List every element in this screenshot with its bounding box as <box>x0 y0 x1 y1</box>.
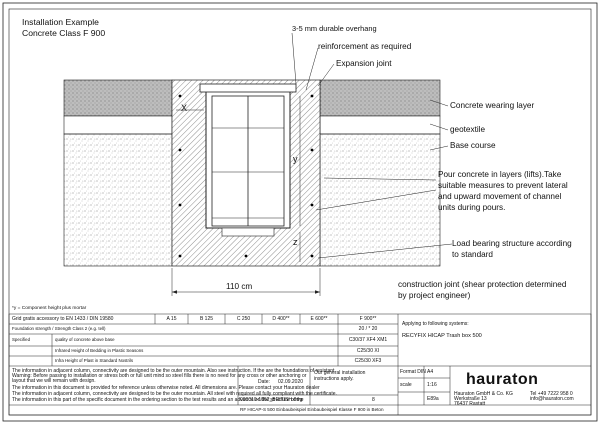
note-4: The information in this document is prov… <box>12 385 320 391</box>
table-header-label: Grid gratis accessory to EN 1433 / DIN 1… <box>12 316 114 322</box>
callout-geotextile: geotextile <box>450 125 486 134</box>
base-course-left <box>63 133 173 267</box>
class-c250: C 250 <box>236 316 251 322</box>
row-3-sub: Infrared Height of Bedding in Plastic Se… <box>55 348 144 353</box>
geotextile-right <box>319 115 441 135</box>
note-5: The information in adjacent column, conn… <box>12 391 337 397</box>
base-course-right <box>319 133 441 267</box>
row-3-value: C25/30 XI <box>356 348 380 354</box>
reinforcement-bars <box>178 94 314 258</box>
row-4-sub: Infra Height of Plast in Standard Nostri… <box>55 358 134 363</box>
address-3: 76437 Rastatt <box>454 401 486 407</box>
contact-1: Tel +49 7222 958 0 <box>530 391 573 397</box>
callout-reinforcement: reinforcement as required <box>318 42 412 51</box>
callout-load-line-2: to standard <box>452 250 493 259</box>
callout-pour-line-1: Pour concrete in layers (lifts).Take <box>438 170 562 179</box>
note-6: The information in this part of the spec… <box>12 397 304 403</box>
wearing-layer-left <box>63 79 173 117</box>
frame-number: 1 <box>5 0 7 1</box>
class-f900: F 900** <box>359 316 377 322</box>
bottom-title: RF HICAP-S 500 Einbaubeispiel Einbaubeis… <box>240 407 384 412</box>
note-1: The information in adjacent column, conn… <box>12 368 335 374</box>
dim-width: 110 cm <box>226 282 253 291</box>
title-line-2: Concrete Class F 900 <box>22 28 106 38</box>
apply-label: Applying to following systems: <box>402 321 469 327</box>
brand-logo: hauraton <box>466 371 539 388</box>
date-value: 02.09.2020 <box>278 379 304 385</box>
note-3: layout that we will remain with design. <box>12 378 96 384</box>
callout-pour-line-3: and upward movement of channel <box>438 192 562 201</box>
row-2-label: Specified <box>12 337 31 342</box>
note-2: Warning: Before passing to installation … <box>12 373 307 379</box>
callout-load-line-1: Load bearing structure according <box>452 239 572 248</box>
callout-construction-line-2: by project engineer) <box>398 291 471 300</box>
row-2-value: C30/37 XF4 XM1 <box>348 337 388 343</box>
class-d400: D 400** <box>272 316 290 322</box>
callout-base-course: Base course <box>450 141 496 150</box>
row-2-sub: quality of concrete above base <box>55 337 115 342</box>
contact-2: info@hauraton.com <box>530 396 574 402</box>
scale-value: 1:16 <box>427 382 437 388</box>
system-name: RECYFIX HICAP Trash box 500 <box>402 333 482 339</box>
row-1-value: 20 / * 20 <box>358 326 378 332</box>
row-1-label: Foundation strength / Strength Class 2 (… <box>12 326 106 331</box>
callout-pour-line-4: units during pours. <box>438 203 506 212</box>
callout-expansion-joint: Expansion joint <box>336 59 392 68</box>
drawing-number: 000010-1062_BRITISH.dwg <box>240 397 303 403</box>
dim-y: y <box>293 154 298 164</box>
address-1: Hauraton GmbH & Co. KG <box>454 391 513 397</box>
class-b125: B 125 <box>199 316 214 322</box>
callout-overhang: 3-5 mm durable overhang <box>292 24 377 33</box>
channel-foot <box>221 227 275 237</box>
format-label: Format DIN <box>400 369 426 375</box>
title-line-1: Installation Example <box>22 17 99 27</box>
address-2: Werkstraße 13 <box>454 396 487 402</box>
sheet-code: E89a <box>427 396 439 402</box>
revision: 8 <box>372 397 375 403</box>
callout-construction-line-1: construction joint (shear protection det… <box>398 280 567 289</box>
grate-frame <box>199 83 297 93</box>
date-label: Date: <box>258 379 270 385</box>
dim-x: X <box>181 103 188 113</box>
callout-pour-line-2: suitable measures to prevent lateral <box>438 181 568 190</box>
title-block-grid <box>8 313 592 416</box>
wearing-layer-right <box>319 79 441 117</box>
leader-lines <box>291 32 453 259</box>
callout-wearing-layer: Concrete wearing layer <box>450 101 535 110</box>
general-info-1: Our general installation <box>314 370 366 376</box>
geotextile-left <box>63 115 173 135</box>
format-value: A4 <box>427 369 434 375</box>
scale-label: scale <box>400 382 412 388</box>
general-info-2: instructions apply. <box>314 376 354 382</box>
row-4-value: C25/30 XF3 <box>354 358 382 364</box>
footnote: *y = Component height plus mortar <box>12 306 87 311</box>
class-a15: A 15 <box>166 316 177 322</box>
class-e600: E 600** <box>310 316 328 322</box>
dim-z: z <box>293 237 298 247</box>
